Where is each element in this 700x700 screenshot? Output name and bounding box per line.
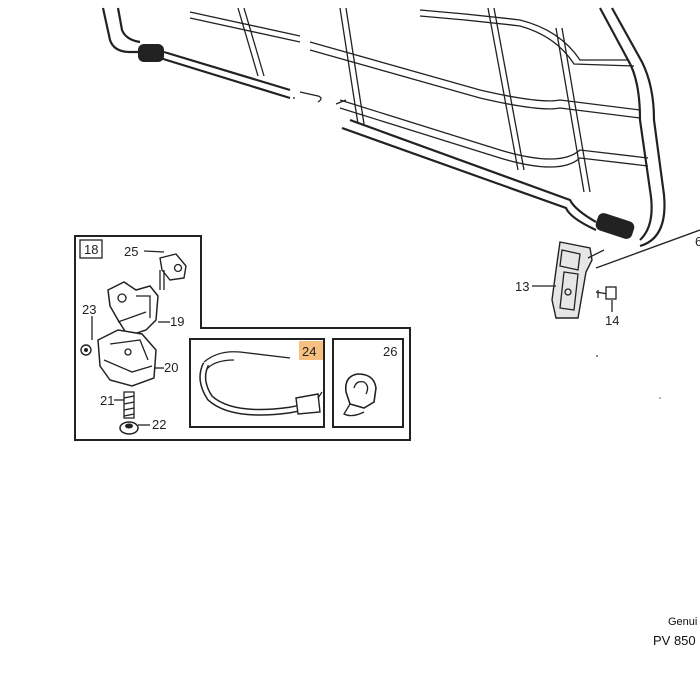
box-26 xyxy=(332,338,404,428)
footer-line-1: Genui xyxy=(668,616,697,628)
callout-24: 24 xyxy=(302,344,316,359)
highlight-24 xyxy=(299,341,323,360)
nut-23 xyxy=(80,344,92,356)
rubber-grommet-right xyxy=(595,213,635,239)
callout-18: 18 xyxy=(84,242,98,257)
callout-14: 14 xyxy=(605,313,619,328)
callout-25: 25 xyxy=(124,244,138,259)
base-bracket-20 xyxy=(97,329,157,387)
group-18-box xyxy=(79,239,103,259)
footer-line-2: PV 850 xyxy=(653,633,696,648)
callout-26: 26 xyxy=(383,344,397,359)
hinge-bracket-19 xyxy=(107,281,159,337)
callout-23: 23 xyxy=(82,302,96,317)
clip-25 xyxy=(159,253,187,290)
bolt-14 xyxy=(595,286,617,300)
callout-20: 20 xyxy=(164,360,178,375)
callout-22: 22 xyxy=(152,417,166,432)
cargo-rack-illustration xyxy=(101,7,666,248)
callout-21: 21 xyxy=(100,393,114,408)
callout-13: 13 xyxy=(515,279,529,294)
box-24 xyxy=(189,338,325,428)
callout-edge: 6 xyxy=(695,234,700,249)
callout-19: 19 xyxy=(170,314,184,329)
rubber-grommet-left xyxy=(138,44,164,62)
detail-panel-frame xyxy=(74,235,411,441)
leader-25 xyxy=(143,250,165,253)
mounting-bracket-13 xyxy=(551,229,700,319)
screw-21 xyxy=(123,391,135,419)
washer-22 xyxy=(119,421,139,435)
clip-26 xyxy=(343,373,377,417)
strap-24 xyxy=(199,351,323,416)
